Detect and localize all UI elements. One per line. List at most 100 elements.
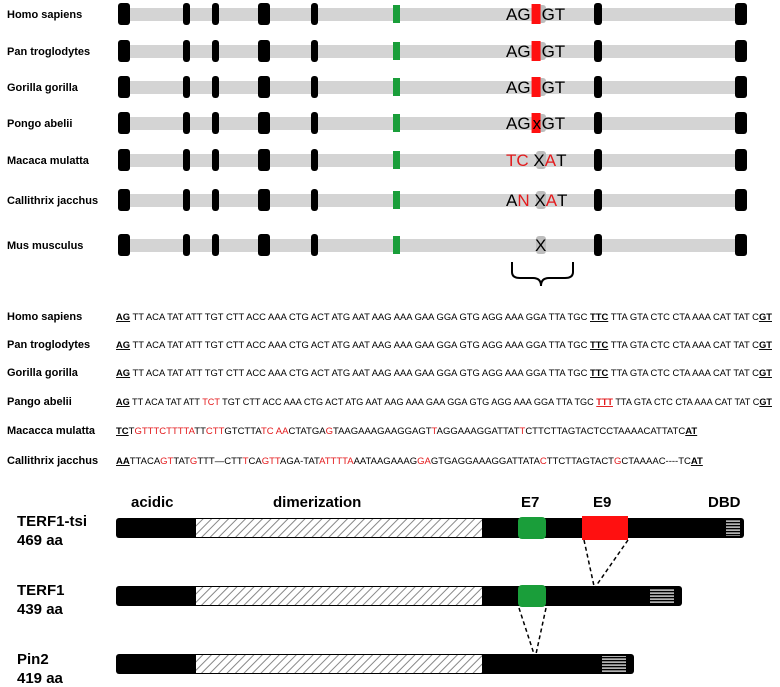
sequence-segment: CTATGA: [288, 426, 326, 437]
sequence-segment: GT: [759, 397, 772, 408]
motif-char: GT: [542, 78, 566, 97]
domain-label-acidic: acidic: [131, 494, 174, 511]
protein-bar-terf1: [116, 585, 682, 607]
e9-region: [536, 151, 546, 169]
exon: [258, 76, 270, 98]
sequence-segment: GA: [417, 456, 431, 467]
exon: [594, 234, 602, 256]
sequence-segment: TTA GTA CTC CTA AAA CAT TAT C: [613, 397, 759, 408]
sequence-segment: T: [243, 456, 249, 467]
protein-name-terf1-tsi: TERF1-tsi: [17, 513, 87, 530]
exon-e7-terf1: [518, 585, 546, 607]
motif-char: A: [545, 151, 557, 170]
e9-exon-box: [531, 41, 541, 61]
exon: [212, 149, 219, 171]
motif-char: GT: [542, 42, 566, 61]
species-label: Mus musculus: [7, 240, 83, 252]
gene-track: [120, 239, 744, 252]
motif-char: X: [535, 236, 546, 255]
exon: [258, 3, 270, 25]
sequence-segment: CA: [249, 456, 263, 467]
exon: [118, 112, 130, 134]
protein-bar-pin2: [116, 654, 634, 674]
exon-e7: [393, 151, 400, 169]
domain-label-dimerization: dimerization: [273, 494, 361, 511]
dbd-box-tsi: [726, 520, 740, 536]
region-brace: [511, 262, 574, 287]
gene-track: [120, 154, 744, 167]
motif-char: AG: [506, 42, 531, 61]
sequence-segment: C: [540, 456, 547, 467]
sequence-segment: TGT CTT ACC AAA CTG ACT ATG AAT AAG AAA …: [220, 397, 597, 408]
exon: [311, 40, 318, 62]
exon: [118, 3, 130, 25]
gene-track: [120, 117, 744, 130]
motif-char: GT: [542, 114, 566, 133]
exon: [118, 189, 130, 211]
exon: [594, 112, 602, 134]
exon-e7: [393, 191, 400, 209]
exon: [735, 112, 747, 134]
sequence-segment: GTGAGGAAAGGATTATA: [431, 456, 541, 467]
motif-char: TC: [506, 151, 533, 170]
gene-row: Mus musculus X: [7, 234, 747, 256]
sequence-segment: AGGAAAGGATTAT: [437, 426, 520, 437]
sequence-segment: AT: [685, 426, 697, 437]
sequence-species-label: Macacca mulatta: [7, 425, 96, 437]
sequence-text: TCTGTTTCTTTTATTCTTGTCTTATC AACTATGAGTAAG…: [116, 426, 697, 437]
sequence-segment: TTC: [590, 312, 608, 323]
sequence-segment: T: [432, 426, 438, 437]
motif-char: N: [517, 191, 529, 210]
sequence-segment: AA: [276, 426, 289, 437]
exon: [735, 3, 747, 25]
motif-char: AG: [506, 78, 531, 97]
exon: [735, 189, 747, 211]
sequence-segment: AATAAGAAAG: [354, 456, 418, 467]
exon: [212, 3, 219, 25]
e7-connector-right: [535, 607, 547, 655]
motif-char: T: [556, 151, 566, 170]
sequence-segment: CTAAAAC----TC: [621, 456, 691, 467]
domain-structure-panel: acidic dimerization E7 E9 DBD TERF1-tsi …: [17, 494, 744, 687]
exon: [183, 189, 190, 211]
sequence-segment: AT: [691, 456, 703, 467]
sequence-segment: TC: [116, 426, 129, 437]
sequence-segment: CTTCTTAGTACTCCTAAAACATTATC: [525, 426, 685, 437]
sequence-segment: TTT: [596, 397, 613, 408]
sequence-segment: T: [520, 426, 526, 437]
sequence-segment: TTC: [590, 368, 608, 379]
sequence-segment: TTT—CTT: [197, 456, 243, 467]
motif-char: A: [506, 191, 518, 210]
exon: [311, 189, 318, 211]
motif-char: GT: [542, 5, 566, 24]
sequence-segment: TC: [261, 426, 274, 437]
species-label: Macaca mulatta: [7, 155, 90, 167]
exon: [212, 76, 219, 98]
exon: [594, 76, 602, 98]
sequence-segment: ATTTTA: [319, 456, 354, 467]
exon-e7: [393, 42, 400, 60]
sequence-segment: TTA GTA CTC CTA AAA CAT TAT C: [608, 368, 759, 379]
species-label: Homo sapiens: [7, 9, 82, 21]
sequence-segment: TAT: [173, 456, 190, 467]
sequence-segment: TT ACA TAT ATT TGT CTT ACC AAA CTG ACT A…: [130, 368, 590, 379]
gene-track: [120, 81, 744, 94]
exon: [183, 149, 190, 171]
sequence-species-label: Pan troglodytes: [7, 339, 90, 351]
sequence-segment: TT ACA TAT ATT: [130, 397, 203, 408]
species-label: Callithrix jacchus: [7, 195, 98, 207]
sequence-segment: AG: [116, 397, 130, 408]
sequence-segment: TTCTTAGTACT: [547, 456, 614, 467]
protein-name-terf1: TERF1: [17, 582, 65, 599]
